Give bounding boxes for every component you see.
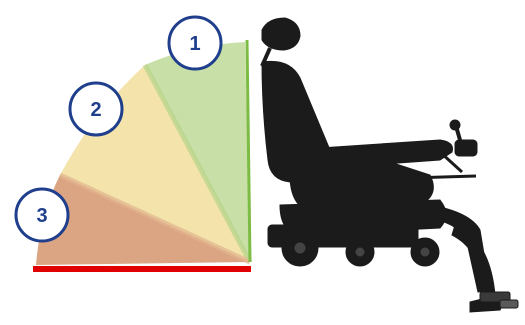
svg-text:1: 1 (189, 33, 200, 55)
joystick-box (455, 140, 477, 156)
headrest (262, 18, 300, 50)
svg-text:3: 3 (36, 205, 47, 227)
power-wheelchair-image (262, 18, 518, 312)
backrest (262, 61, 330, 182)
zone-badge-3: 3 (16, 189, 68, 241)
svg-text:2: 2 (90, 99, 101, 121)
zone-badge-1: 1 (169, 17, 221, 69)
zone-badge-2: 2 (70, 83, 122, 135)
armrest (320, 140, 453, 168)
floor-line (33, 266, 251, 272)
